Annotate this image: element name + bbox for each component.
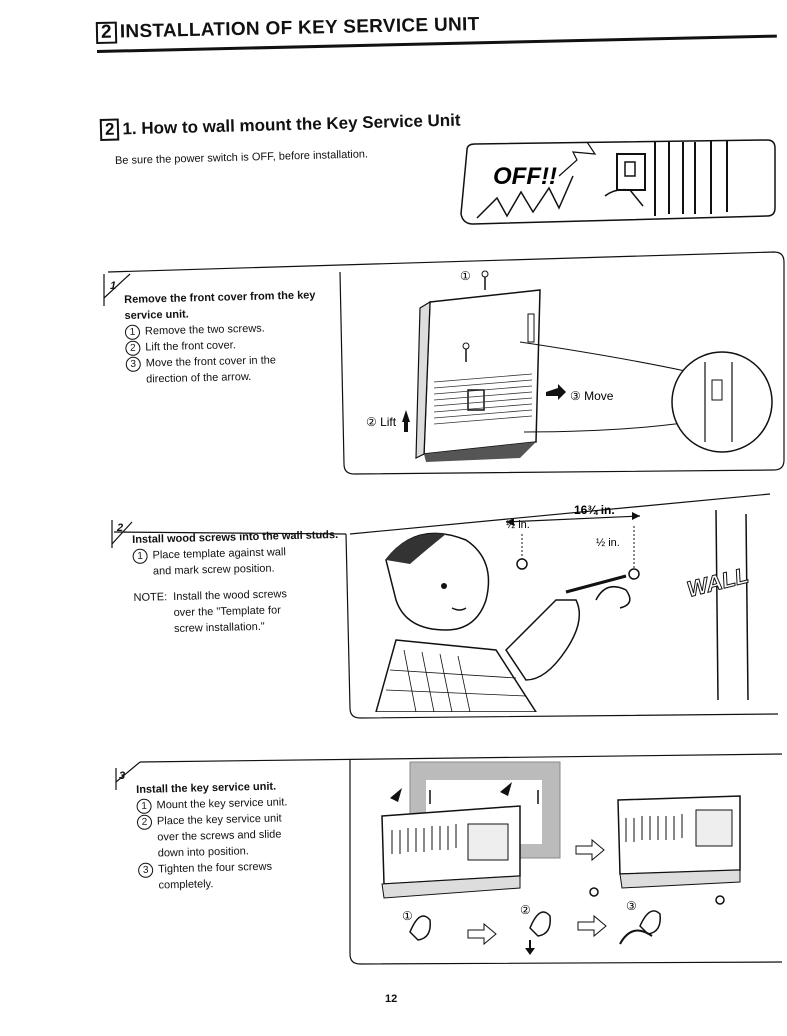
marker-1: 1: [136, 798, 152, 814]
step-2-item-1-text: Place template against wall and mark scr…: [152, 546, 286, 578]
note-label: NOTE:: [133, 591, 168, 604]
off-label: OFF!!: [493, 163, 557, 190]
step-1-item-1-text: Remove the two screws.: [144, 322, 265, 338]
screw-marker: ①: [460, 269, 471, 283]
lift-label: ② Lift: [366, 415, 397, 429]
step-3-marker-3: ③: [626, 899, 637, 913]
step-1-text: Remove the front cover from the key serv…: [124, 287, 326, 388]
left-offset-label: ½ in.: [506, 519, 530, 531]
wall-label: WALL: [684, 562, 751, 601]
step-2-text: Install wood screws into the wall studs.…: [132, 527, 349, 638]
marker-1: 1: [124, 324, 141, 340]
step-1-heading: Remove the front cover from the key serv…: [124, 289, 316, 322]
step-3-item-3-text: Tighten the four screws completely.: [157, 860, 273, 892]
step-3-item-2-text: Place the key service unit over the scre…: [156, 812, 282, 860]
power-off-illustration: OFF!!: [460, 139, 776, 225]
marker-2: 2: [125, 340, 141, 356]
marker-3: 3: [125, 356, 141, 372]
step-1-number: 1: [110, 280, 117, 292]
step-3-marker-1: ①: [402, 909, 413, 923]
section-number-box: 2: [95, 21, 118, 44]
step-3-number: 3: [119, 770, 126, 782]
subsection-number-box: 2: [99, 118, 120, 141]
step-2-illustration: 16¾ in. ½ in. ½ in. WALL: [375, 503, 751, 712]
move-label: ③ Move: [570, 389, 614, 403]
page-number: 12: [385, 993, 398, 1005]
marker-2: 2: [136, 814, 153, 830]
right-offset-label: ½ in.: [596, 537, 620, 549]
step-3-frame: [115, 753, 783, 965]
step-1-illustration: ① ③ Move ② Lift: [366, 269, 773, 462]
marker-3: 3: [137, 862, 154, 878]
step-3-illustration: ① ② ③: [381, 761, 741, 955]
step-2-note: NOTE: Install the wood screws over the "…: [133, 585, 348, 638]
step-1-frame: [103, 251, 785, 475]
intro-text: Be sure the power switch is OFF, before …: [114, 148, 369, 167]
step-2-frame: [111, 493, 779, 719]
step-3-marker-2: ②: [520, 903, 531, 917]
span-label: 16¾ in.: [574, 503, 615, 517]
step-2-number: 2: [117, 522, 124, 534]
step-1-item-3-text: Move the front cover in the direction of…: [145, 354, 277, 386]
section-title-text: INSTALLATION OF KEY SERVICE UNIT: [119, 13, 480, 43]
subsection-title-text: 1. How to wall mount the Key Service Uni…: [122, 110, 461, 139]
marker-1: 1: [132, 548, 148, 564]
note-text: Install the wood screws over the "Templa…: [173, 588, 288, 636]
